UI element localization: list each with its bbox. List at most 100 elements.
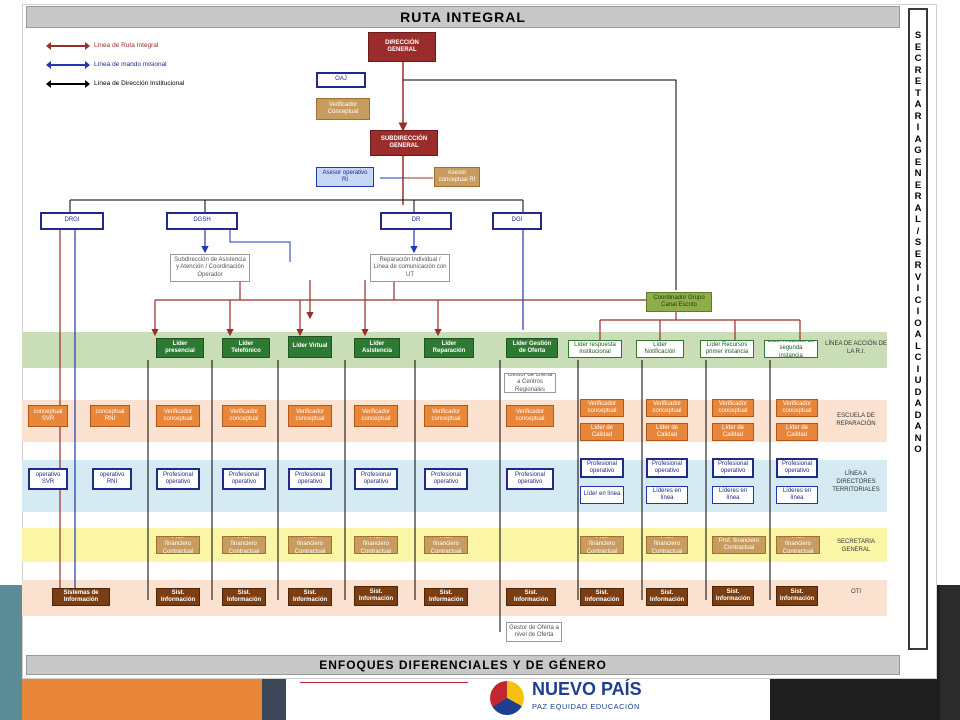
node-financiero-r2: Prof. financiero Contractual xyxy=(646,536,688,554)
node-verificador-5: Verificador conceptual xyxy=(424,405,468,427)
node-sist-info-5: Sist. Información xyxy=(424,588,468,606)
legend-line-black xyxy=(46,79,90,88)
logo-subtext: PAZ EQUIDAD EDUCACIÓN xyxy=(532,702,640,711)
side-letter: I xyxy=(916,306,920,317)
side-letter: R xyxy=(914,64,922,76)
side-letter: E xyxy=(914,179,922,191)
node-conceptual-rni: conceptual RNI xyxy=(90,405,130,427)
node-profesional-3: Profesional operativo xyxy=(288,468,332,490)
band-label-conceptual: ESCUELA DE REPARACIÓN xyxy=(836,413,876,427)
node-verificador-r2: Verificador conceptual xyxy=(646,399,688,417)
node-verificador-2: Verificador conceptual xyxy=(222,405,266,427)
side-letter: C xyxy=(914,53,922,64)
side-letter: D xyxy=(914,386,922,398)
node-sist-info-r2: Sist. Información xyxy=(646,588,688,606)
node-sist-info-1: Sist. Información xyxy=(156,588,200,606)
leader-virtual: Líder Virtual xyxy=(288,336,332,358)
node-calidad-3: Líder de Calidad xyxy=(712,423,754,441)
leader-notificacion: Líder Notificación xyxy=(636,340,684,358)
node-verificador-r4: Verificador conceptual xyxy=(776,399,818,417)
side-letter: R xyxy=(914,191,922,202)
node-profesional-1: Profesional operativo xyxy=(156,468,200,490)
node-profesional-6: Profesional operativo xyxy=(506,468,554,490)
node-verificador-4: Verificador conceptual xyxy=(354,405,398,427)
node-direccion-general: DIRECCIÓN GENERAL xyxy=(368,32,436,62)
side-letter: I xyxy=(916,363,920,375)
side-letter: E xyxy=(914,156,922,168)
side-letter: E xyxy=(914,76,922,87)
node-profesional-r3: Profesional operativo xyxy=(712,458,754,478)
node-reparacion-individual: Reparación Individual / Línea de comunic… xyxy=(370,254,450,282)
node-verificador-1: Verificador conceptual xyxy=(156,405,200,427)
node-sist-info-2: Sist. Información xyxy=(222,588,266,606)
side-letter: I xyxy=(916,122,920,133)
node-sist-info-center: Sist. Información xyxy=(506,588,556,606)
logo-text: NUEVO PAÍS xyxy=(532,679,642,699)
node-verificador-6: Verificador conceptual xyxy=(506,405,554,427)
node-financiero-r3: Prof. financiero Contractual xyxy=(712,536,766,554)
node-profesional-4: Profesional operativo xyxy=(354,468,398,490)
bottom-title: ENFOQUES DIFERENCIALES Y DE GÉNERO xyxy=(26,655,900,675)
node-sist-info-r4: Sist. Información xyxy=(776,586,818,606)
node-sub-asistencia: Subdirección de Asistencia y Atención / … xyxy=(170,254,250,282)
side-letter: S xyxy=(914,30,922,41)
side-letter: L xyxy=(915,214,921,225)
leader-recursos-segunda: Líder recursos de segunda instancia xyxy=(764,340,818,358)
node-verificador-r1: Verificador conceptual xyxy=(580,399,624,417)
legend-label: Línea de Ruta Integral xyxy=(94,42,159,49)
side-letter: A xyxy=(914,329,922,340)
side-letter: S xyxy=(914,237,922,248)
node-linea-4: Líderes en línea xyxy=(776,486,818,504)
side-letter: U xyxy=(914,375,922,386)
node-financiero-2: Prof. financiero Contractual xyxy=(222,536,266,554)
side-letter: T xyxy=(915,87,921,99)
side-letter: / xyxy=(916,225,920,237)
node-operativo-svr: operativo SVR xyxy=(28,468,68,490)
node-sist-info-r1: Sist. Información xyxy=(580,588,624,606)
side-letter: A xyxy=(914,99,922,110)
side-letter: C xyxy=(914,352,922,363)
legend-line-blue xyxy=(46,60,90,69)
node-profesional-r4: Profesional operativo xyxy=(776,458,818,478)
node-subdireccion-general: SUBDIRECCIÓN GENERAL xyxy=(370,130,438,156)
node-profesional-r2: Profesional operativo xyxy=(646,458,688,478)
node-verificador-r3: Verificador conceptual xyxy=(712,399,754,417)
node-profesional-5: Profesional operativo xyxy=(424,468,468,490)
legend-item-direccion: Línea de Dirección Institucional xyxy=(46,79,184,88)
leader-respuesta-institucional: Líder respuesta institucional xyxy=(568,340,622,358)
node-asesor-conceptual: Asesor conceptual RI xyxy=(434,167,480,187)
side-letter: O xyxy=(914,444,922,455)
node-verificador-top: Verificador Conceptual xyxy=(316,98,370,120)
node-gestor-oferta-bottom: Gestor de Oferta a nivel de Oferta xyxy=(506,622,562,642)
page-title: RUTA INTEGRAL xyxy=(26,6,900,28)
node-calidad-4: Líder de Calidad xyxy=(776,423,818,441)
node-linea-2: Líderes en línea xyxy=(646,486,688,504)
node-profesional-r1: Profesional operativo xyxy=(580,458,624,478)
side-letter: O xyxy=(914,317,922,329)
leader-reparacion: Líder Reparación xyxy=(424,338,474,358)
node-drgi: DRGI xyxy=(40,212,104,230)
side-letter: I xyxy=(916,283,920,294)
leader-asistencia: Líder Asistencia xyxy=(354,338,400,358)
node-financiero-r1: Prof. financiero Contractual xyxy=(580,536,624,554)
logo-area: NUEVO PAÍS PAZ EQUIDAD EDUCACIÓN xyxy=(470,675,720,720)
node-coordinador-canal: Coordinador Grupo Canal Escrito xyxy=(646,292,712,312)
side-letter: D xyxy=(914,409,922,421)
leader-telefonico: Líder Telefónico xyxy=(222,338,270,358)
node-operativo-rni: operativo RNI xyxy=(92,468,132,490)
logo-mark xyxy=(490,681,524,715)
node-verificador-3: Verificador conceptual xyxy=(288,405,332,427)
node-financiero-4: Prof. financiero Contractual xyxy=(354,536,398,554)
band-label-leaders: LÍNEA DE ACCIÓN DE LA R.I. xyxy=(825,341,887,355)
band-label-financiero: SECRETARIA GENERAL xyxy=(837,539,875,553)
side-letter: N xyxy=(914,168,922,179)
legend-item-mando: Línea de mando misional xyxy=(46,60,167,69)
side-letter: R xyxy=(914,260,922,271)
node-sistemas-informacion: Sistemas de Información xyxy=(52,588,110,606)
side-letter: A xyxy=(914,398,922,409)
node-calidad-2: Líder de Calidad xyxy=(646,423,688,441)
node-financiero-r4: Prof. financiero Contractual xyxy=(776,536,820,554)
leader-recursos-primera: Líder Recursos primer instancia xyxy=(700,340,754,358)
